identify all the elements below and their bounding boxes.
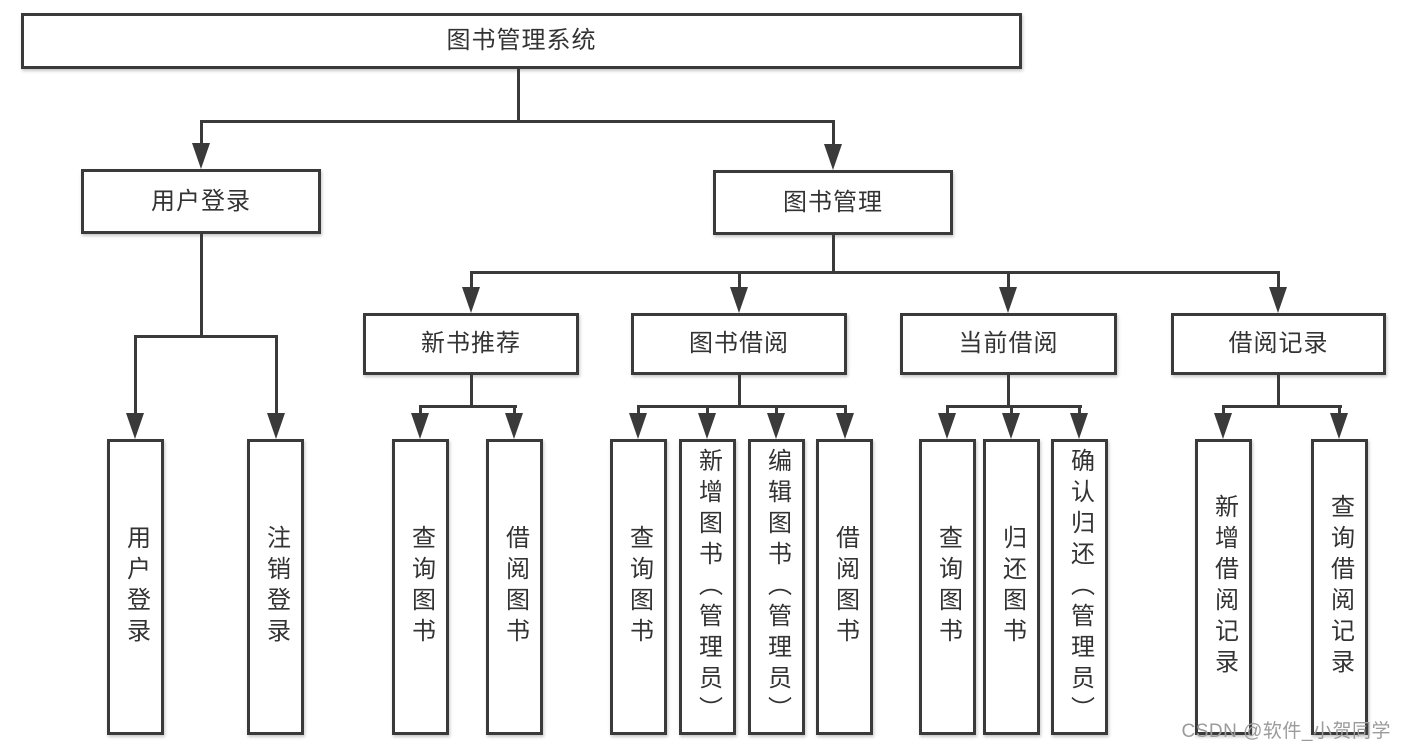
node-label: 确认归还（管理员）: [1066, 447, 1094, 727]
arrowhead-down-icon: [730, 287, 748, 313]
connector-stub: [1010, 405, 1013, 415]
connector-records-hline: [1222, 405, 1342, 408]
connector-user-login-trunk: [200, 234, 203, 338]
arrowhead-down-icon: [192, 143, 210, 169]
arrowhead-down-icon: [938, 413, 956, 439]
node-label: 借阅记录: [1228, 330, 1329, 357]
node-user-login: 用户登录: [81, 169, 321, 234]
node-library-system: 图书管理系统: [21, 13, 1022, 69]
connector-new-book-hline: [419, 405, 517, 408]
connector-stub-borrow: [738, 271, 741, 289]
connector-borrow-trunk: [738, 375, 741, 407]
node-borrow-records: 借阅记录: [1171, 313, 1386, 375]
leaf-logout: 注销登录: [247, 439, 304, 735]
node-label: 新增图书（管理员）: [694, 447, 722, 727]
node-label: 图书管理系统: [446, 27, 597, 54]
connector-stub-leaf-login: [134, 335, 137, 415]
node-book-borrow: 图书借阅: [631, 313, 847, 375]
node-label: 用户登录: [122, 525, 150, 649]
arrowhead-down-icon: [1269, 287, 1287, 313]
node-label: 查询图书: [407, 525, 435, 649]
leaf-add-borrow-record: 新增借阅记录: [1195, 439, 1252, 735]
connector-new-book-trunk: [470, 375, 473, 407]
leaf-edit-book-admin: 编辑图书（管理员）: [748, 439, 805, 735]
connector-stub: [1078, 405, 1081, 415]
node-label: 编辑图书（管理员）: [763, 447, 791, 727]
arrowhead-down-icon: [1330, 413, 1348, 439]
connector-stub: [419, 405, 422, 415]
leaf-add-book-admin: 新增图书（管理员）: [679, 439, 736, 735]
node-label: 当前借阅: [958, 330, 1059, 357]
arrowhead-down-icon: [629, 413, 647, 439]
connector-level3-hline: [470, 271, 1280, 274]
connector-stub-book-mgmt: [832, 120, 835, 147]
leaf-query-borrow-record: 查询借阅记录: [1311, 439, 1368, 735]
connector-stub-current: [1007, 271, 1010, 289]
arrowhead-down-icon: [698, 413, 716, 439]
connector-stub-user-login: [200, 120, 203, 146]
node-label: 借阅图书: [501, 525, 529, 649]
leaf-query-book-3: 查询图书: [919, 439, 976, 735]
arrowhead-down-icon: [267, 413, 285, 439]
arrowhead-down-icon: [1002, 413, 1020, 439]
node-label: 图书借阅: [689, 330, 789, 357]
node-book-management: 图书管理: [713, 170, 953, 235]
leaf-query-book-1: 查询图书: [392, 439, 449, 735]
node-label: 查询图书: [625, 525, 653, 649]
node-label: 图书管理: [783, 188, 883, 216]
leaf-borrow-book-2: 借阅图书: [816, 439, 873, 735]
node-label: 归还图书: [998, 525, 1026, 649]
node-label: 查询图书: [934, 525, 962, 649]
node-label: 用户登录: [151, 187, 251, 215]
connector-stub-leaf-logout: [275, 335, 278, 415]
arrowhead-down-icon: [836, 413, 854, 439]
leaf-query-book-2: 查询图书: [610, 439, 667, 735]
connector-root-trunk: [517, 69, 520, 122]
leaf-user-login: 用户登录: [107, 439, 164, 735]
connector-current-trunk: [1007, 375, 1010, 407]
node-label: 查询借阅记录: [1326, 494, 1354, 680]
connector-stub: [637, 405, 640, 415]
connector-records-trunk: [1277, 375, 1280, 407]
node-current-borrow: 当前借阅: [900, 313, 1117, 375]
arrowhead-down-icon: [999, 287, 1017, 313]
connector-current-hline: [946, 405, 1082, 408]
connector-book-mgmt-trunk: [832, 235, 835, 273]
connector-user-login-hline: [134, 335, 278, 338]
node-label: 新增借阅记录: [1210, 494, 1238, 680]
leaf-borrow-book-1: 借阅图书: [486, 439, 543, 735]
connector-stub: [775, 405, 778, 415]
connector-stub: [946, 405, 949, 415]
arrowhead-down-icon: [462, 287, 480, 313]
arrowhead-down-icon: [505, 413, 523, 439]
connector-stub: [513, 405, 516, 415]
node-label: 新书推荐: [421, 330, 521, 357]
connector-stub: [1338, 405, 1341, 415]
arrowhead-down-icon: [126, 413, 144, 439]
connector-level1-hline: [200, 120, 834, 123]
connector-stub: [1222, 405, 1225, 415]
arrowhead-down-icon: [411, 413, 429, 439]
csdn-watermark: CSDN @软件_小贺同学: [1181, 721, 1391, 742]
node-new-book-recommend: 新书推荐: [363, 313, 579, 375]
node-label: 注销登录: [262, 525, 290, 649]
connector-stub: [706, 405, 709, 415]
leaf-return-book: 归还图书: [983, 439, 1040, 735]
arrowhead-down-icon: [1070, 413, 1088, 439]
connector-stub-records: [1277, 271, 1280, 289]
connector-borrow-hline: [637, 405, 847, 408]
leaf-confirm-return-admin: 确认归还（管理员）: [1051, 439, 1108, 735]
arrowhead-down-icon: [1214, 413, 1232, 439]
connector-stub-new-book: [470, 271, 473, 289]
connector-stub: [844, 405, 847, 415]
node-label: 借阅图书: [831, 525, 859, 649]
arrowhead-down-icon: [767, 413, 785, 439]
arrowhead-down-icon: [824, 144, 842, 170]
